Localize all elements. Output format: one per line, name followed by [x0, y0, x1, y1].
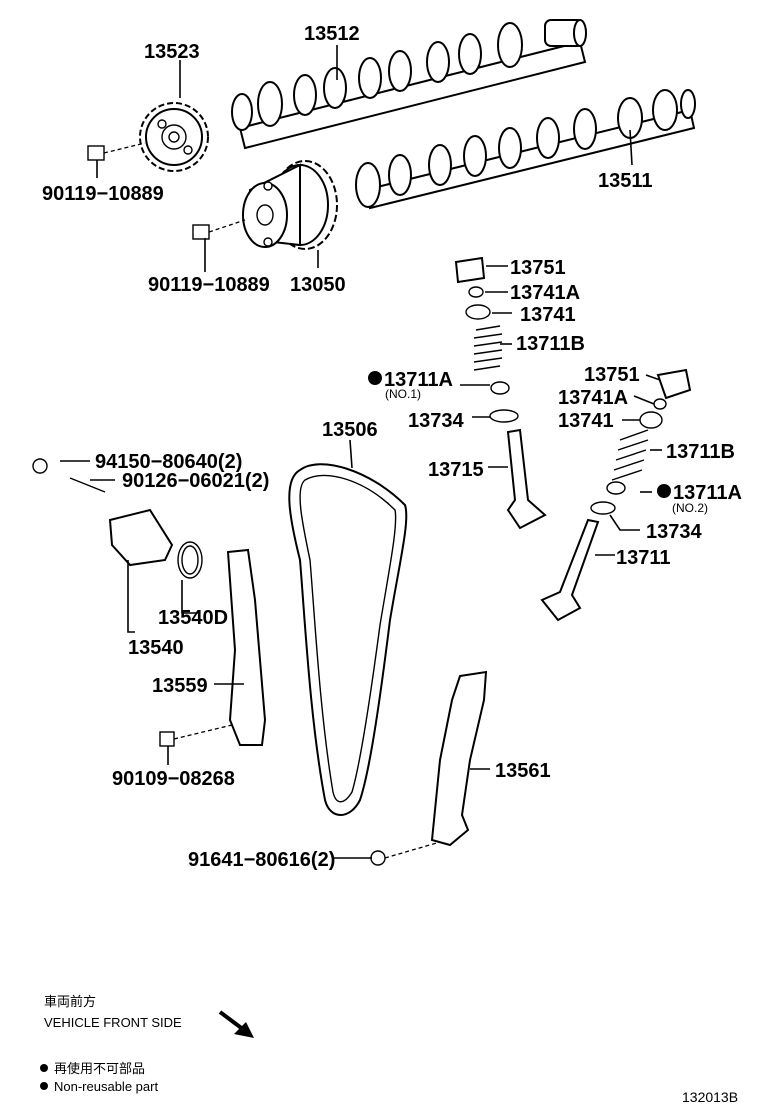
label-13711A-b-note: (NO.2)	[672, 501, 708, 515]
label-13506: 13506	[322, 419, 378, 441]
label-90109: 90109−08268	[112, 768, 235, 790]
label-13559: 13559	[152, 675, 208, 697]
label-13734-a: 13734	[408, 410, 464, 432]
chain-guide-13561	[370, 670, 488, 866]
label-90126: 90126−06021(2)	[122, 470, 269, 492]
legend-front-en: VEHICLE FRONT SIDE	[44, 1015, 182, 1030]
label-13751-b: 13751	[584, 364, 640, 386]
label-13741-b: 13741	[558, 410, 614, 432]
label-13540D: 13540D	[158, 607, 228, 629]
valve-train-no1	[454, 256, 547, 530]
label-13711A-a-note: (NO.1)	[385, 387, 421, 401]
legend-front-jp: 車両前方	[44, 994, 96, 1009]
label-13050: 13050	[290, 274, 346, 296]
nonreusable-dot-no1	[368, 371, 382, 385]
label-13741A-b: 13741A	[558, 387, 628, 409]
chain-tensioner-13540	[32, 458, 203, 579]
chain-slipper-13559	[159, 548, 267, 747]
nonreusable-dot-icon	[40, 1064, 48, 1072]
label-94150: 94150−80640(2)	[95, 451, 242, 473]
label-13540: 13540	[128, 637, 184, 659]
nonreusable-dot-icon-en	[40, 1082, 48, 1090]
label-13711A-a: 13711A	[384, 369, 453, 391]
label-13711B-a: 13711B	[516, 333, 585, 355]
label-13734-b: 13734	[646, 521, 702, 543]
valve-train-no2	[540, 368, 692, 622]
label-90119-upper: 90119−10889	[42, 183, 164, 205]
timing-chain-13506	[288, 463, 408, 816]
label-13715: 13715	[428, 459, 484, 481]
label-13751-a: 13751	[510, 257, 566, 279]
legend-nonreusable-en: Non-reusable part	[54, 1079, 158, 1094]
label-13511: 13511	[598, 170, 653, 192]
leader-lines	[60, 45, 662, 859]
bolt-90119-lower	[192, 219, 246, 240]
label-13512: 13512	[304, 23, 360, 45]
vvt-gear-13050	[242, 160, 338, 250]
camshaft-13511	[355, 89, 696, 210]
label-13711A-b: 13711A	[673, 482, 742, 504]
label-13741A-a: 13741A	[510, 282, 580, 304]
part-labels: 13523 13512 13511 90119−10889 90119−1088…	[42, 23, 742, 871]
label-13741-a: 13741	[520, 304, 576, 326]
label-13711: 13711	[616, 547, 671, 569]
bolt-90119-upper	[87, 142, 146, 161]
label-13523: 13523	[144, 41, 200, 63]
label-90119-lower: 90119−10889	[148, 274, 270, 296]
label-91641: 91641−80616(2)	[188, 849, 335, 871]
label-13711B-b: 13711B	[666, 441, 735, 463]
camshaft-13512	[231, 19, 587, 150]
label-13561: 13561	[495, 760, 551, 782]
legend-nonreusable-jp: 再使用不可部品	[54, 1061, 145, 1076]
legend: 車両前方 VEHICLE FRONT SIDE 再使用不可部品 Non-reus…	[40, 994, 738, 1105]
arrow-front-icon	[218, 1010, 254, 1038]
nonreusable-dot-no2	[657, 484, 671, 498]
camshaft-sprocket-13523	[139, 102, 209, 172]
figure-id: 132013B	[682, 1089, 738, 1105]
